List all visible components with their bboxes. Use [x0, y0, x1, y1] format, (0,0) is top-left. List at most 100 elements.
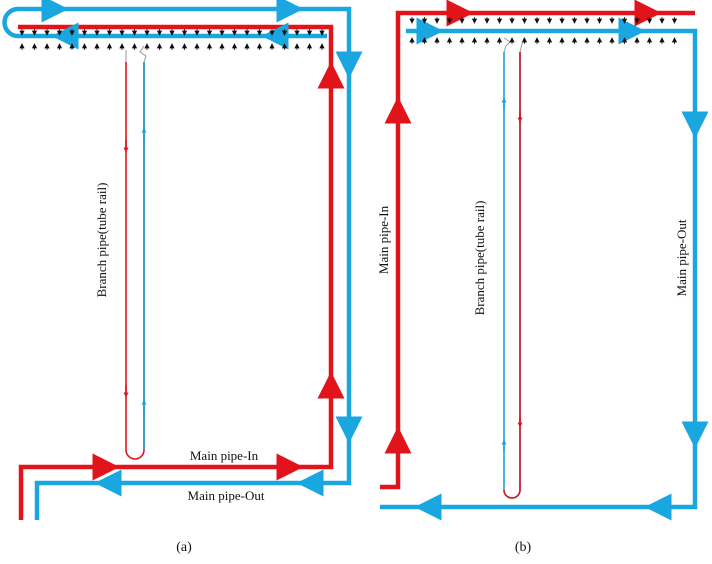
nozzle-up-marker — [94, 43, 100, 50]
nozzle-row-a — [19, 29, 325, 50]
nozzle-row-b — [409, 17, 678, 44]
nozzle-down-marker — [19, 29, 25, 36]
main-out-label-a: Main pipe-Out — [188, 488, 265, 503]
nozzle-up-marker — [169, 43, 175, 50]
nozzle-down-marker — [306, 29, 313, 36]
nozzle-up-marker — [559, 37, 565, 44]
nozzle-up-marker — [81, 43, 88, 50]
nozzle-down-marker — [671, 17, 678, 24]
nozzle-down-marker — [484, 17, 490, 24]
nozzle-down-marker — [231, 29, 238, 36]
nozzle-up-marker — [306, 43, 313, 50]
nozzle-down-marker — [194, 29, 200, 36]
nozzle-down-marker — [409, 17, 415, 24]
nozzle-down-marker — [131, 29, 138, 36]
nozzle-up-marker — [409, 37, 415, 44]
nozzle-down-marker — [521, 17, 528, 24]
nozzle-down-marker — [119, 29, 125, 36]
main-pipe-in-b — [380, 10, 695, 490]
nozzle-up-marker — [244, 43, 250, 50]
nozzle-up-marker — [584, 37, 590, 44]
nozzle-down-marker — [446, 17, 453, 24]
caption-a: (a) — [176, 540, 192, 555]
nozzle-up-marker — [106, 43, 113, 50]
caption-b: (b) — [515, 540, 532, 555]
nozzle-up-marker — [319, 43, 325, 50]
nozzle-down-marker — [571, 17, 578, 24]
nozzle-down-marker — [659, 17, 665, 24]
nozzle-down-marker — [281, 29, 288, 36]
nozzle-up-marker — [671, 37, 678, 44]
nozzle-up-marker — [596, 37, 603, 44]
nozzle-down-marker — [31, 29, 38, 36]
nozzle-up-marker — [434, 37, 440, 44]
nozzle-down-marker — [56, 29, 63, 36]
nozzle-down-marker — [94, 29, 100, 36]
nozzle-up-marker — [269, 43, 275, 50]
nozzle-down-marker — [44, 29, 50, 36]
nozzle-up-marker — [521, 37, 528, 44]
nozzle-down-marker — [169, 29, 175, 36]
branch-pipe-b — [503, 52, 521, 499]
main-out-label-b: Main pipe-Out — [674, 219, 689, 296]
nozzle-up-marker — [571, 37, 578, 44]
nozzle-up-marker — [181, 43, 188, 50]
panel-a: Branch pipe(tube rail) Main pipe-In Main… — [2, 0, 363, 555]
nozzle-down-marker — [646, 17, 653, 24]
nozzle-up-marker — [131, 43, 138, 50]
nozzle-up-marker — [459, 37, 465, 44]
panel-b: Main pipe-In Branch pipe(tube rail) Main… — [376, 0, 709, 555]
nozzle-down-marker — [69, 29, 75, 36]
nozzle-up-marker — [509, 37, 515, 44]
nozzle-up-marker — [471, 37, 478, 44]
nozzle-down-marker — [609, 17, 615, 24]
branch-pipe-a — [125, 62, 145, 460]
nozzle-down-marker — [81, 29, 88, 36]
nozzle-up-marker — [206, 43, 213, 50]
branch-connector-b — [503, 37, 525, 53]
nozzle-up-marker — [119, 43, 125, 50]
nozzle-down-marker — [244, 29, 250, 36]
nozzle-up-marker — [256, 43, 263, 50]
branch-pipe-b-supply — [503, 52, 521, 499]
nozzle-down-marker — [156, 29, 163, 36]
nozzle-up-marker — [69, 43, 75, 50]
nozzle-up-marker — [56, 43, 63, 50]
nozzle-up-marker — [646, 37, 653, 44]
main-in-label-a: Main pipe-In — [190, 448, 259, 463]
main-in-label-b: Main pipe-In — [376, 205, 391, 274]
nozzle-up-marker — [19, 43, 25, 50]
nozzle-up-marker — [294, 43, 300, 50]
nozzle-up-marker — [421, 37, 428, 44]
branch-label-a: Branch pipe(tube rail) — [94, 183, 109, 298]
nozzle-up-marker — [634, 37, 640, 44]
nozzle-down-marker — [546, 17, 553, 24]
nozzle-down-marker — [559, 17, 565, 24]
branch-label-b: Branch pipe(tube rail) — [472, 201, 487, 316]
nozzle-down-marker — [421, 17, 428, 24]
nozzle-down-marker — [106, 29, 113, 36]
nozzle-down-marker — [434, 17, 440, 24]
nozzle-up-marker — [156, 43, 163, 50]
nozzle-down-marker — [496, 17, 503, 24]
main-pipe-in-a — [18, 24, 334, 520]
nozzle-down-marker — [294, 29, 300, 36]
nozzle-down-marker — [144, 29, 150, 36]
nozzle-up-marker — [231, 43, 238, 50]
nozzle-down-marker — [319, 29, 325, 36]
nozzle-down-marker — [256, 29, 263, 36]
nozzle-up-marker — [219, 43, 225, 50]
nozzle-up-marker — [44, 43, 50, 50]
nozzle-up-marker — [31, 43, 38, 50]
branch-connector-a — [125, 45, 147, 63]
nozzle-down-marker — [534, 17, 540, 24]
nozzle-down-marker — [269, 29, 275, 36]
nozzle-up-marker — [194, 43, 200, 50]
nozzle-down-marker — [181, 29, 188, 36]
nozzle-down-marker — [206, 29, 213, 36]
main-pipe-out-b — [380, 28, 698, 510]
nozzle-up-marker — [609, 37, 615, 44]
nozzle-up-marker — [496, 37, 503, 44]
main-pipe-out-a — [2, 6, 352, 520]
